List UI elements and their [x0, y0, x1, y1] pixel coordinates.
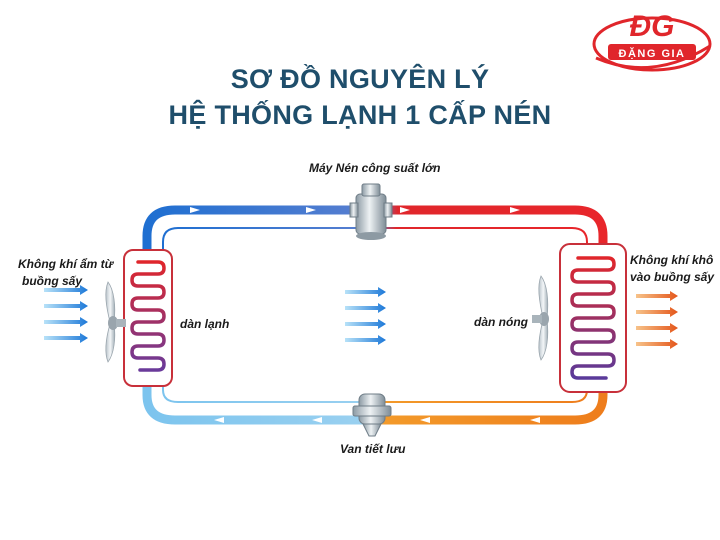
air-in-label: Không khí ẩm từ buồng sấy	[18, 256, 113, 290]
logo-name: ĐẶNG GIA	[619, 47, 686, 60]
logo-mark: ĐG	[630, 10, 675, 43]
air-out-label-line1: Không khí khô	[630, 253, 714, 267]
brand-logo: ĐG ĐẶNG GIA	[592, 10, 712, 72]
title-line-2: HỆ THỐNG LẠNH 1 CẤP NÉN	[168, 100, 552, 130]
flow-arrows-top	[190, 207, 520, 213]
compressor-icon	[349, 183, 393, 240]
flow-arrows-bottom	[214, 417, 540, 423]
fan-left-icon	[105, 281, 126, 363]
title-line-1: SƠ ĐỒ NGUYÊN LÝ	[230, 64, 490, 94]
compressor-label: Máy Nén công suất lớn	[309, 161, 441, 175]
evaporator-coil-icon	[123, 249, 173, 387]
evaporator-label: dàn lạnh	[180, 317, 230, 331]
air-in-label-line2: buồng sấy	[22, 274, 83, 288]
condenser-label: dàn nóng	[474, 315, 528, 329]
expansion-valve-icon	[352, 393, 392, 437]
air-in-label-line1: Không khí ẩm từ	[18, 257, 114, 271]
air-out-arrows	[636, 291, 678, 349]
air-out-label-line2: vào buồng sấy	[630, 270, 715, 284]
center-air-arrows	[345, 287, 386, 345]
expansion-valve-label: Van tiết lưu	[340, 442, 406, 456]
condenser-coil-icon	[559, 243, 627, 393]
fan-right-icon	[532, 275, 549, 361]
air-out-label: Không khí khô vào buồng sấy	[630, 252, 714, 286]
air-in-arrows	[44, 285, 88, 343]
